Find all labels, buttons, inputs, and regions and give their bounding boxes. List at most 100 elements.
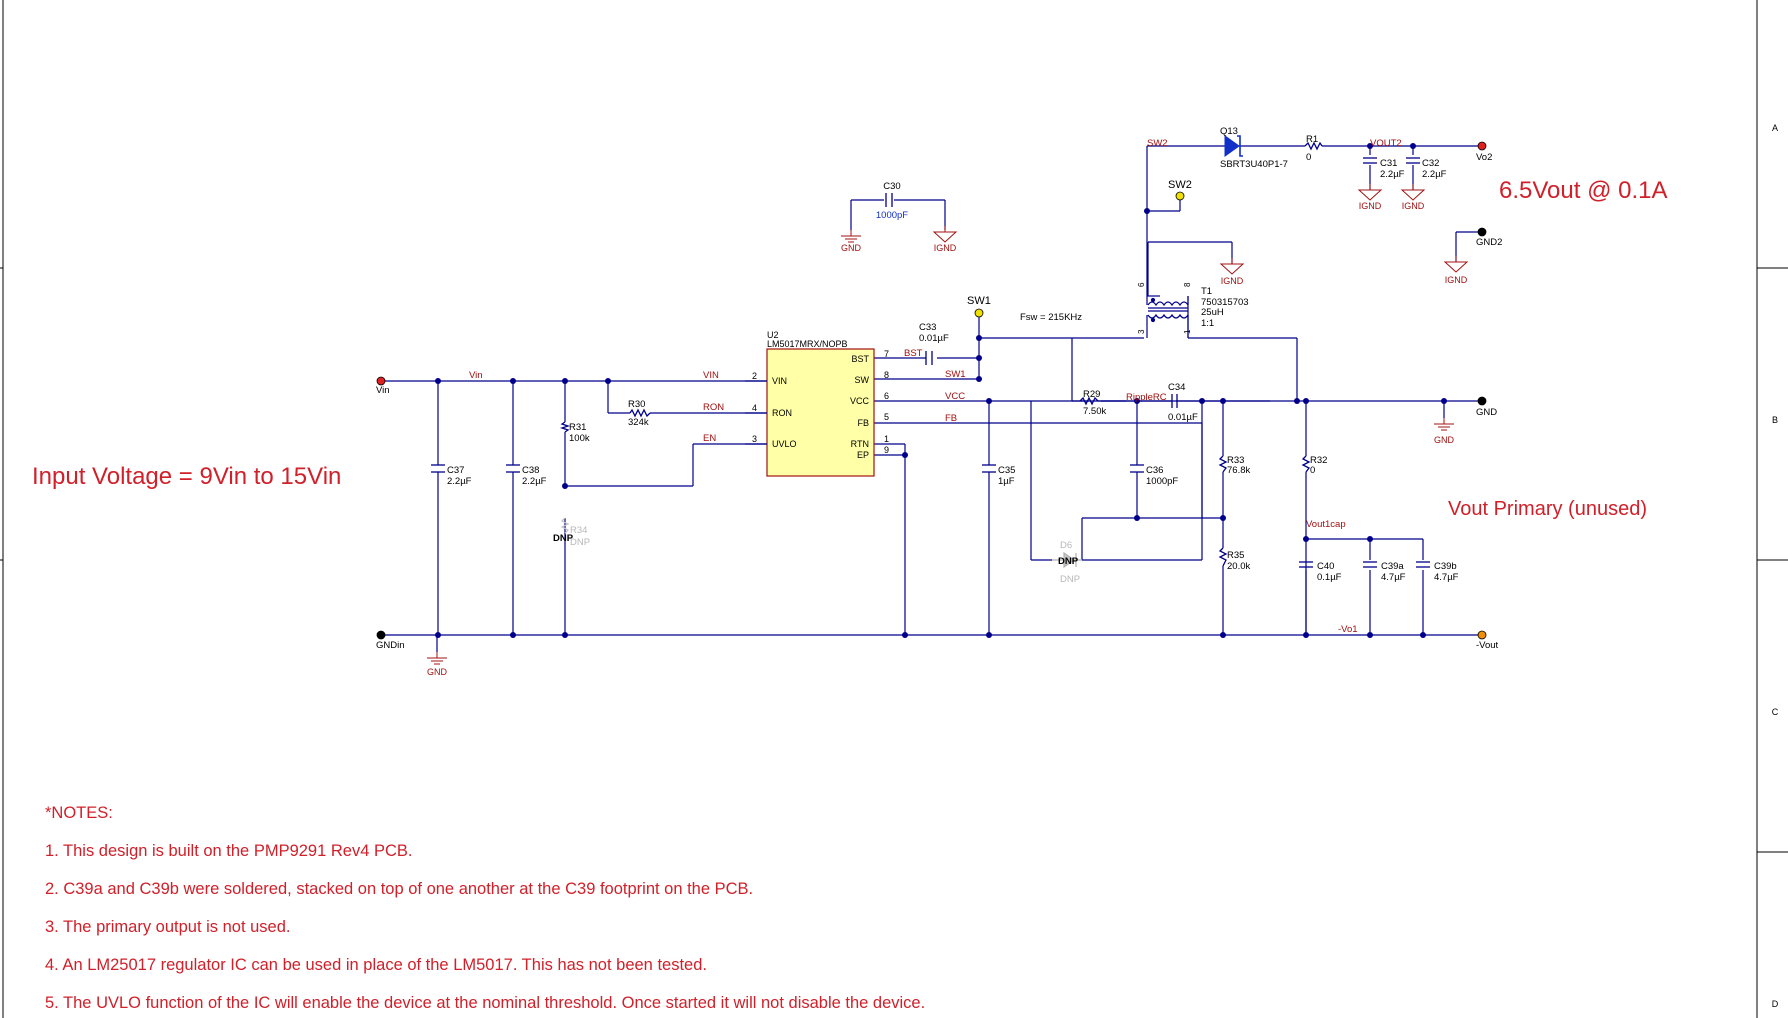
dnp-d6 bbox=[1052, 551, 1082, 569]
ic-pinnum-rtn: 1 bbox=[884, 434, 889, 444]
res-r29 bbox=[1079, 396, 1099, 406]
net-gnd2: GND2 bbox=[1476, 237, 1502, 248]
ic-pin-fb: FB bbox=[857, 418, 869, 428]
ref-d6: D6 bbox=[1060, 540, 1072, 551]
gnd-label: GND bbox=[1434, 435, 1455, 445]
res-r35 bbox=[1218, 547, 1228, 567]
passive-symbols bbox=[431, 141, 1430, 568]
t1-pin: 8 bbox=[1183, 282, 1192, 287]
output-rating-label: 6.5Vout @ 0.1A bbox=[1499, 177, 1667, 204]
res-r1 bbox=[1304, 141, 1323, 151]
ic-ref: U2 bbox=[767, 330, 779, 340]
val-q13: SBRT3U40P1-7 bbox=[1220, 159, 1288, 170]
ref-q13: Q13 bbox=[1220, 126, 1238, 137]
val-d6: DNP bbox=[1060, 574, 1080, 585]
net-wire-en: EN bbox=[703, 433, 716, 444]
port-vo2[interactable] bbox=[1477, 141, 1487, 151]
net-vin: Vin bbox=[376, 385, 390, 396]
input-voltage-label: Input Voltage = 9Vin to 15Vin bbox=[32, 463, 341, 490]
ic-u2 bbox=[766, 348, 875, 477]
ignd-symbol bbox=[933, 225, 957, 243]
net-vout-neg: -Vout bbox=[1476, 640, 1499, 651]
t1-pin: 1 bbox=[1183, 329, 1192, 334]
note-item: 4. An LM25017 regulator IC can be used i… bbox=[45, 956, 707, 974]
val-c31: 2.2µF bbox=[1380, 169, 1405, 180]
ref-r34: R34 bbox=[570, 525, 587, 536]
ref-c38: C38 bbox=[522, 465, 539, 476]
ref-r1: R1 bbox=[1306, 134, 1318, 145]
net-gnd: GND bbox=[1476, 407, 1497, 418]
ignd-symbol bbox=[1358, 183, 1382, 201]
ic-pinnum-fb: 5 bbox=[884, 412, 889, 422]
port-gndin[interactable] bbox=[376, 630, 386, 640]
ignd-label: IGND bbox=[1359, 201, 1382, 211]
res-r33 bbox=[1218, 455, 1228, 473]
res-r30 bbox=[629, 408, 651, 418]
ic-pin-ron: RON bbox=[772, 408, 792, 418]
val-c36: 1000pF bbox=[1146, 476, 1178, 487]
transformer-t1 bbox=[1146, 295, 1189, 338]
ref-r30: R30 bbox=[628, 399, 645, 410]
net-vo2: Vo2 bbox=[1476, 152, 1492, 163]
ref-c39a: C39a bbox=[1381, 561, 1404, 572]
val-r34: DNP bbox=[570, 537, 590, 548]
port-gnd[interactable] bbox=[1477, 396, 1487, 406]
net-sw1: SW1 bbox=[967, 295, 991, 307]
ic-pin-sw: SW bbox=[855, 375, 870, 385]
val-r1: 0 bbox=[1306, 152, 1311, 163]
port-vin[interactable] bbox=[376, 376, 386, 386]
port-sw1[interactable] bbox=[974, 308, 984, 318]
zone-label: A bbox=[1772, 123, 1778, 133]
net-wire-vout1cap: Vout1cap bbox=[1306, 519, 1346, 530]
ref-c31: C31 bbox=[1380, 158, 1397, 169]
ref-t1: T1 bbox=[1201, 286, 1212, 297]
ref-r32: R32 bbox=[1310, 455, 1327, 466]
port-gnd2[interactable] bbox=[1477, 227, 1487, 237]
ic-pinnum-vin: 2 bbox=[752, 371, 757, 381]
net-wire-vcc: VCC bbox=[945, 391, 965, 402]
val-t1-part: 750315703 bbox=[1201, 297, 1249, 308]
t1-pin: 3 bbox=[1137, 329, 1146, 334]
val-t1-ind: 25uH bbox=[1201, 307, 1224, 318]
val-c30: 1000pF bbox=[876, 210, 908, 221]
notes-header: *NOTES: bbox=[45, 804, 113, 822]
val-r32: 0 bbox=[1310, 465, 1315, 476]
gnd-label: GND bbox=[427, 667, 448, 677]
ignd-symbol bbox=[1220, 257, 1244, 275]
ignd-label: IGND bbox=[934, 243, 957, 253]
val-r33: 76.8k bbox=[1227, 465, 1250, 476]
port-vout-neg[interactable] bbox=[1477, 630, 1487, 640]
val-r30: 324k bbox=[628, 417, 649, 428]
ic-pinnum-uvlo: 3 bbox=[752, 434, 757, 444]
net-sw2: SW2 bbox=[1168, 179, 1192, 191]
ic-pinnum-ron: 4 bbox=[752, 403, 757, 413]
ic-pin-vin: VIN bbox=[772, 376, 787, 386]
ic-pinnum-vcc: 6 bbox=[884, 391, 889, 401]
val-c38: 2.2µF bbox=[522, 476, 547, 487]
ic-pin-rtn: RTN bbox=[851, 439, 869, 449]
net-gndin: GNDin bbox=[376, 640, 405, 651]
net-wire-bst: BST bbox=[904, 348, 923, 359]
ref-c37: C37 bbox=[447, 465, 464, 476]
val-c32: 2.2µF bbox=[1422, 169, 1447, 180]
gnd-symbol bbox=[840, 229, 862, 243]
val-r31: 100k bbox=[569, 433, 590, 444]
zone-label: B bbox=[1772, 415, 1778, 425]
vout-primary-label: Vout Primary (unused) bbox=[1448, 498, 1647, 520]
dnp-mark-d6: DNP bbox=[1058, 556, 1079, 567]
net-wire-vin: Vin bbox=[469, 370, 483, 381]
port-sw2[interactable] bbox=[1175, 191, 1185, 201]
ref-r33: R33 bbox=[1227, 455, 1244, 466]
ref-r35: R35 bbox=[1227, 550, 1244, 561]
ic-pinnum-ep: 9 bbox=[884, 445, 889, 455]
ic-pinnum-bst: 7 bbox=[884, 349, 889, 359]
val-c39b: 4.7µF bbox=[1434, 572, 1459, 583]
net-wire-sw2: SW2 bbox=[1147, 138, 1168, 149]
ref-c30: C30 bbox=[883, 181, 900, 192]
ic-pin-uvlo: UVLO bbox=[772, 439, 797, 449]
val-c33: 0.01µF bbox=[919, 333, 949, 344]
net-wire-vo1: -Vo1 bbox=[1338, 624, 1358, 635]
ref-c34: C34 bbox=[1168, 382, 1185, 393]
net-wire-vout2: VOUT2 bbox=[1370, 138, 1402, 149]
